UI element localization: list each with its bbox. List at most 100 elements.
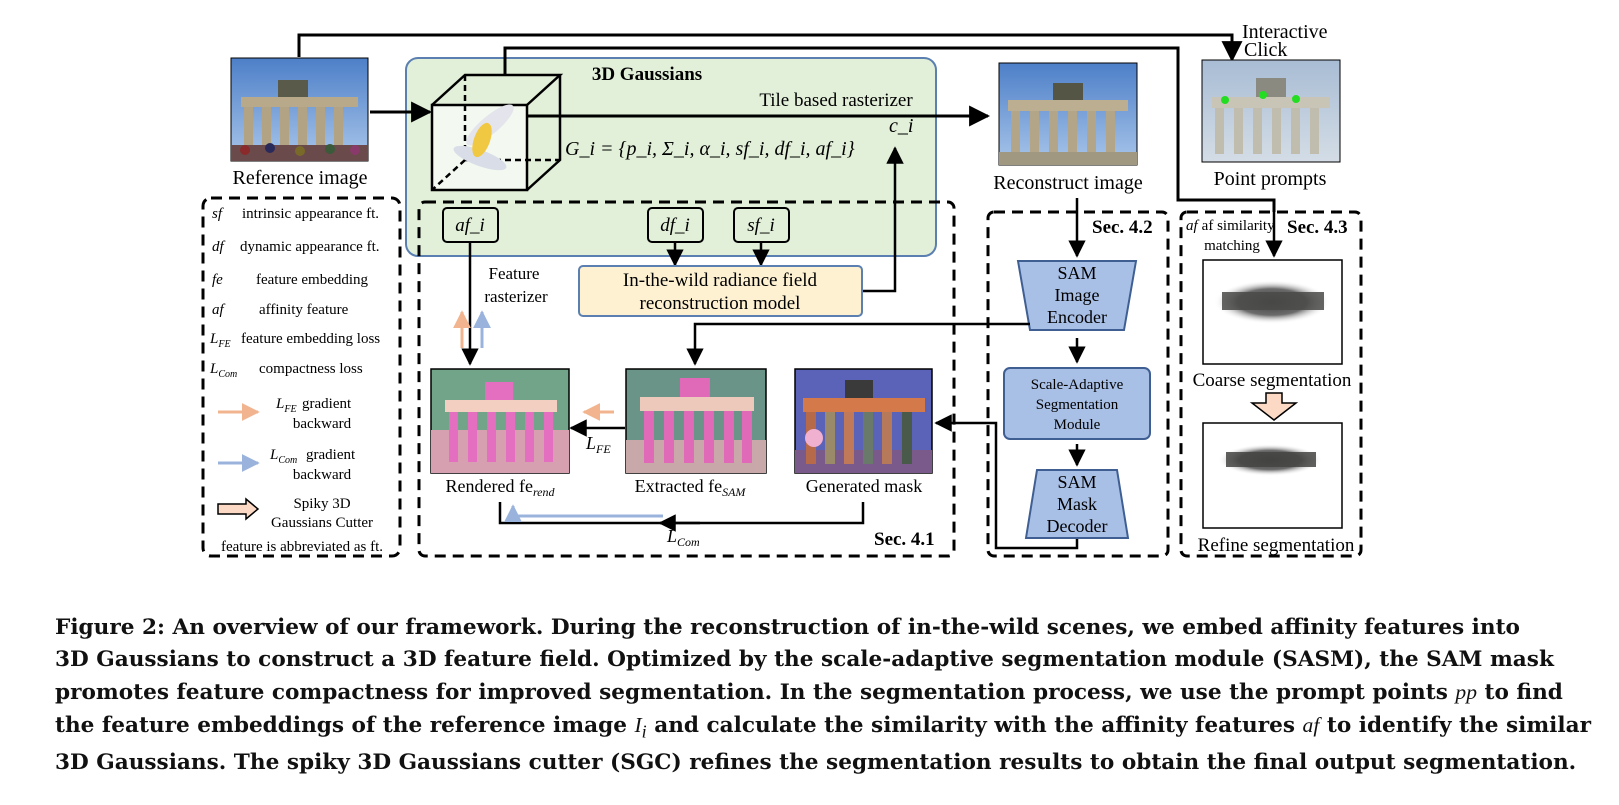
figure-caption: Figure 2: An overview of our framework. … <box>55 612 1591 779</box>
legend-item-sf: sf intrinsic appearance ft. <box>212 206 379 222</box>
itw-model-box <box>578 265 863 317</box>
caption-line-5: 3D Gaussians. The spiky 3D Gaussians cut… <box>55 750 1577 776</box>
reference-image <box>230 57 369 162</box>
encoder-to-extracted-arrow <box>686 322 1030 366</box>
reconstruct-image <box>998 62 1138 166</box>
cube-to-point-prompts-line <box>503 46 1276 212</box>
itw-to-ci-arrow <box>863 146 904 293</box>
lcom-label: LCom <box>666 526 700 549</box>
caption-line-1: Figure 2: An overview of our framework. … <box>55 615 1520 640</box>
gaussian-formula: G_i = {p_i, Σ_i, α_i, sf_i, df_i, af_i} <box>565 138 855 160</box>
svg-text:compactness loss: compactness loss <box>259 361 363 377</box>
af-box-label: af_i <box>455 215 485 236</box>
svg-text:LCom: LCom <box>269 447 297 466</box>
sec41-label: Sec. 4.1 <box>874 529 935 550</box>
sasm-label-1: Scale-Adaptive <box>1031 377 1124 393</box>
df-box-label: df_i <box>660 215 690 236</box>
point-prompts-label: Point prompts <box>1214 168 1327 190</box>
af-box <box>442 207 499 243</box>
lcom-connector <box>498 502 865 525</box>
sec43-label: Sec. 4.3 <box>1287 217 1348 238</box>
legend-item-af: af affinity feature <box>212 302 349 318</box>
sec42-label: Sec. 4.2 <box>1092 217 1153 238</box>
svg-text:affinity feature: affinity feature <box>259 302 349 318</box>
interactive-click-label-2: Click <box>1244 39 1287 61</box>
refine-segmentation-image <box>1202 422 1343 529</box>
rendered-fe-image <box>430 368 570 474</box>
sec43-box <box>1179 210 1363 558</box>
df-box <box>647 207 704 243</box>
coarse-segmentation-image <box>1202 259 1343 365</box>
legend-lcom-gradient: LCom gradient backward <box>218 447 356 483</box>
svg-text:sf: sf <box>212 206 224 222</box>
framework-diagram: sf intrinsic appearance ft. df dynamic a… <box>201 21 1363 558</box>
svg-text:gradient: gradient <box>306 447 356 463</box>
sec42-box <box>986 210 1170 558</box>
legend-box <box>201 196 402 558</box>
itw-model-label-1: In-the-wild radiance field <box>623 270 818 291</box>
reference-to-click-arrow <box>297 33 1243 63</box>
caption-pp-symbol: pp <box>1455 680 1477 704</box>
af-matching-label-2: matching <box>1204 238 1260 254</box>
sam-encoder-label-1: SAM <box>1057 263 1096 283</box>
legend-item-df: df dynamic appearance ft. <box>212 239 380 255</box>
svg-text:backward: backward <box>293 467 352 483</box>
svg-text:backward: backward <box>293 416 352 432</box>
lcom-gradient-arrow <box>504 504 663 523</box>
svg-text:LFE: LFE <box>275 396 297 415</box>
svg-text:intrinsic appearance ft.: intrinsic appearance ft. <box>242 206 379 222</box>
sam-decoder-label-3: Decoder <box>1047 516 1108 536</box>
sam-encoder-box <box>1016 260 1138 331</box>
extracted-fe-image <box>625 368 767 474</box>
interactive-click-label: Interactive <box>1242 21 1328 43</box>
sam-decoder-label-1: SAM <box>1057 472 1096 492</box>
sasm-box <box>1003 367 1151 440</box>
svg-text:fe: fe <box>212 272 223 288</box>
extracted-fe-label: Extracted feSAM <box>635 476 747 499</box>
decoder-to-mask-arrow <box>934 414 1079 550</box>
legend-lfe-gradient: LFE gradient backward <box>218 396 352 432</box>
generated-mask-image <box>794 368 933 474</box>
lfe-label: LFE <box>585 433 611 456</box>
caption-ii-symbol: Ii <box>634 713 647 742</box>
point-prompts-image <box>1201 59 1341 163</box>
reconstruct-image-label: Reconstruct image <box>993 172 1143 194</box>
feature-rasterizer-label-2: rasterizer <box>484 287 548 306</box>
legend: sf intrinsic appearance ft. df dynamic a… <box>209 206 383 555</box>
ci-label: c_i <box>889 115 913 137</box>
sec41-box <box>417 200 956 558</box>
tile-rasterizer-label: Tile based rasterizer <box>759 90 913 111</box>
reference-image-label: Reference image <box>233 167 368 189</box>
legend-item-fe: fe feature embedding <box>212 272 369 288</box>
legend-item-lcom: LCom compactness loss <box>209 361 363 380</box>
coarse-segmentation-label: Coarse segmentation <box>1193 370 1352 391</box>
svg-text:Spiky 3D: Spiky 3D <box>293 496 350 512</box>
legend-cutter: Spiky 3D Gaussians Cutter <box>217 496 373 531</box>
legend-item-lfe: LFE feature embedding loss <box>209 331 380 350</box>
feature-rasterizer-label: Feature <box>489 264 540 283</box>
cutter-arrow-icon <box>1249 392 1299 421</box>
svg-text:df: df <box>212 239 226 255</box>
sam-decoder-box <box>1024 469 1130 539</box>
sasm-label-3: Module <box>1054 417 1101 433</box>
rendered-fe-label: Rendered ferend <box>445 476 555 499</box>
sam-decoder-label-2: Mask <box>1057 494 1097 514</box>
prompt-point-icon <box>1292 95 1300 103</box>
svg-text:dynamic appearance ft.: dynamic appearance ft. <box>240 239 380 255</box>
sam-encoder-label-2: Image <box>1055 285 1100 305</box>
prompt-point-icon <box>1221 96 1229 104</box>
svg-text:feature embedding: feature embedding <box>256 272 369 288</box>
prompt-point-icon <box>1259 91 1267 99</box>
svg-text:feature embedding loss: feature embedding loss <box>241 331 380 347</box>
caption-line-2: 3D Gaussians to construct a 3D feature f… <box>55 647 1554 672</box>
legend-abbrev-note: feature is abbreviated as ft. <box>221 539 383 555</box>
svg-text:af: af <box>212 302 226 318</box>
refine-segmentation-label: Refine segmentation <box>1198 535 1355 556</box>
caption-line-3: promotes feature compactness for improve… <box>55 680 1563 705</box>
generated-mask-label: Generated mask <box>806 476 922 496</box>
gaussian-cube-icon <box>430 73 564 192</box>
svg-text:Gaussians Cutter: Gaussians Cutter <box>271 515 373 531</box>
sam-encoder-label-3: Encoder <box>1047 307 1107 327</box>
svg-text:gradient: gradient <box>302 396 352 412</box>
